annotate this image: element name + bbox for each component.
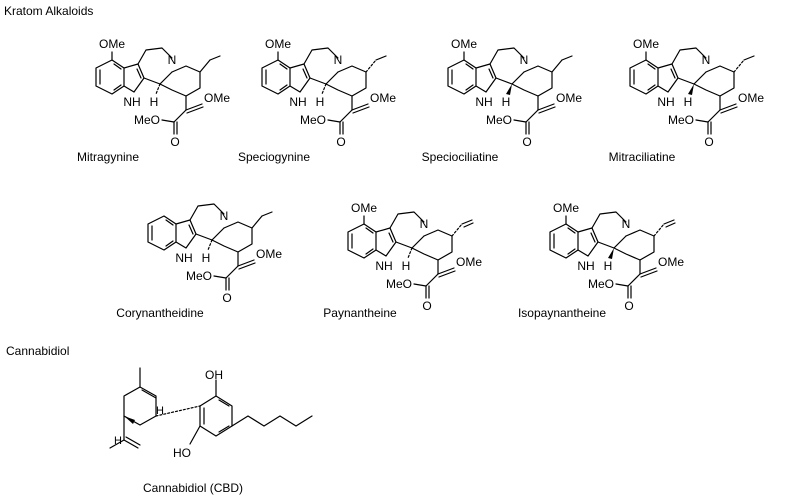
methoxy-label: OMe xyxy=(351,201,377,215)
enol-ether-label: OMe xyxy=(370,91,396,105)
amine-n-label: N xyxy=(220,209,229,223)
enol-ether-label: OMe xyxy=(204,91,230,105)
cbd-h-lower: H xyxy=(156,405,164,417)
amine-n-label: N xyxy=(420,217,429,231)
ester-meo-label: MeO xyxy=(386,277,412,291)
carbonyl-o-label: O xyxy=(422,299,431,313)
methoxy-label: OMe xyxy=(633,37,659,51)
ester-meo-label: MeO xyxy=(300,113,326,127)
ester-meo-label: MeO xyxy=(588,277,614,291)
indole-nh-label: NH xyxy=(123,95,140,109)
methoxy-label: OMe xyxy=(99,37,125,51)
stereo-h-label: H xyxy=(150,95,159,109)
molecule-name: Speciociliatine xyxy=(421,150,499,164)
methoxy-label: OMe xyxy=(265,37,291,51)
cbd-name: Cannabidiol (CBD) xyxy=(142,481,244,495)
indole-nh-label: NH xyxy=(289,95,306,109)
methoxy-label: OMe xyxy=(553,201,579,215)
enol-ether-label: OMe xyxy=(658,255,684,269)
ester-meo-label: MeO xyxy=(186,269,212,283)
stereo-h-label: H xyxy=(202,251,211,265)
stereo-h-label: H xyxy=(604,259,613,273)
carbonyl-o-label: O xyxy=(704,135,713,149)
amine-n-label: N xyxy=(622,217,631,231)
carbonyl-o-label: O xyxy=(336,135,345,149)
enol-ether-label: OMe xyxy=(738,91,764,105)
carbonyl-o-label: O xyxy=(624,299,633,313)
indole-nh-label: NH xyxy=(577,259,594,273)
amine-n-label: N xyxy=(168,53,177,67)
methoxy-label: OMe xyxy=(451,37,477,51)
enol-ether-label: OMe xyxy=(256,247,282,261)
enol-ether-label: OMe xyxy=(556,91,582,105)
indole-nh-label: NH xyxy=(375,259,392,273)
carbonyl-o-label: O xyxy=(170,135,179,149)
molecule-name: Corynantheidine xyxy=(116,306,204,320)
indole-nh-label: NH xyxy=(475,95,492,109)
stereo-h-label: H xyxy=(684,95,693,109)
ester-meo-label: MeO xyxy=(486,113,512,127)
enol-ether-label: OMe xyxy=(456,255,482,269)
stereo-h-label: H xyxy=(402,259,411,273)
molecule-name: Isopaynantheine xyxy=(517,306,607,320)
molecule-name: Mitragynine xyxy=(76,150,140,164)
section-title-kratom: Kratom Alkaloids xyxy=(4,4,94,18)
molecule-name: Paynantheine xyxy=(323,306,397,320)
stereo-h-label: H xyxy=(502,95,511,109)
indole-nh-label: NH xyxy=(657,95,674,109)
ester-meo-label: MeO xyxy=(134,113,160,127)
stereo-h-label: H xyxy=(316,95,325,109)
cbd-h-upper: H xyxy=(114,435,122,447)
amine-n-label: N xyxy=(334,53,343,67)
indole-nh-label: NH xyxy=(175,251,192,265)
molecule-name: Speciogynine xyxy=(237,150,311,164)
cbd-ho-label: HO xyxy=(173,446,191,460)
cbd-oh-label: OH xyxy=(205,368,223,382)
molecule-name: Mitraciliatine xyxy=(608,150,676,164)
ester-meo-label: MeO xyxy=(668,113,694,127)
amine-n-label: N xyxy=(520,53,529,67)
section-title-cannabidiol: Cannabidiol xyxy=(6,344,70,358)
carbonyl-o-label: O xyxy=(522,135,531,149)
amine-n-label: N xyxy=(702,53,711,67)
carbonyl-o-label: O xyxy=(222,291,231,305)
